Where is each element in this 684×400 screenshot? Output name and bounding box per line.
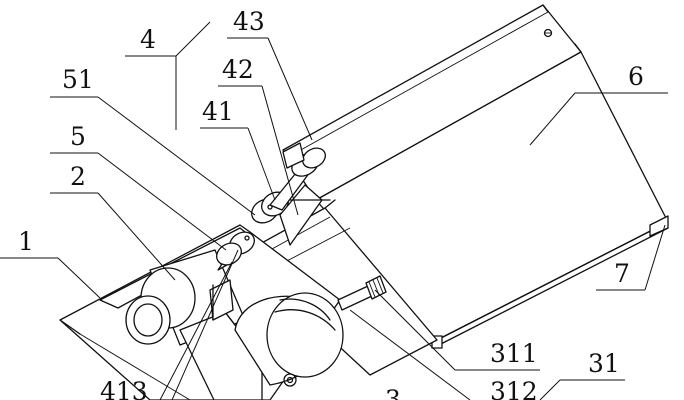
linkage-assembly-4 xyxy=(216,142,331,271)
label-3: 3 xyxy=(385,385,401,400)
label-51: 51 xyxy=(62,65,94,94)
label-2: 2 xyxy=(70,162,86,191)
cover-box-6 xyxy=(282,4,669,349)
label-6: 6 xyxy=(628,62,644,91)
label-4: 4 xyxy=(140,25,156,54)
label-5: 5 xyxy=(70,122,86,151)
label-413: 413 xyxy=(100,377,148,400)
label-312: 312 xyxy=(490,377,538,400)
label-42: 42 xyxy=(222,55,254,84)
label-311: 311 xyxy=(490,339,538,368)
label-43: 43 xyxy=(233,7,265,36)
callout-labels: 4 43 42 51 41 5 2 1 6 7 311 31 312 413 3 xyxy=(18,7,644,400)
label-1: 1 xyxy=(18,227,34,256)
leader-lines xyxy=(0,21,668,400)
label-31: 31 xyxy=(588,349,620,378)
label-41: 41 xyxy=(202,97,234,126)
cutter-head-31 xyxy=(234,275,387,387)
label-7: 7 xyxy=(614,259,630,288)
